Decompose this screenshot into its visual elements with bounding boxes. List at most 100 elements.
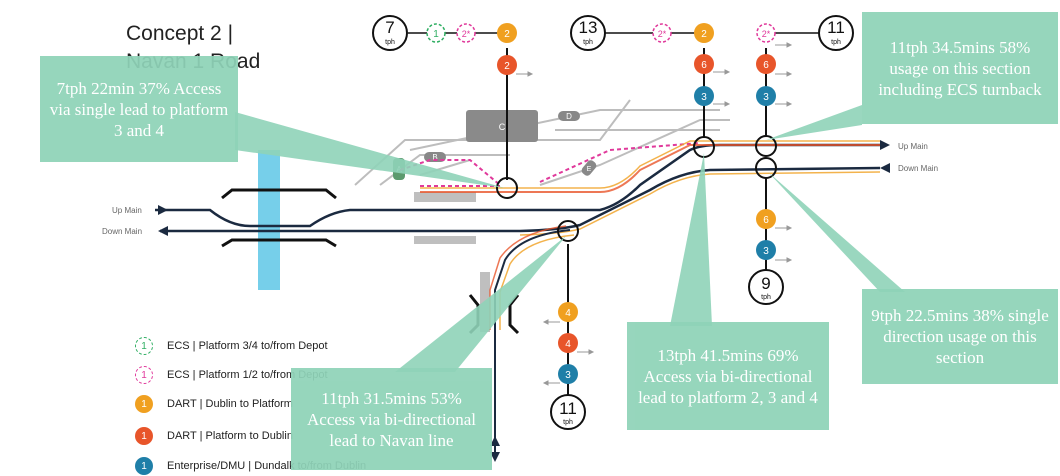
siding-label-e: E	[587, 166, 592, 173]
callout-pointer	[395, 236, 566, 372]
enterprise-badge: 3	[694, 86, 714, 106]
callout-pointer	[768, 172, 905, 292]
callout-single-direction: 9tph 22.5mins 38% single direction usage…	[862, 289, 1058, 384]
down-main-arrow-icon	[880, 163, 890, 173]
legend-label: ECS | Platform 3/4 to/from Depot	[167, 340, 328, 352]
depot-building-c	[466, 110, 538, 142]
ecs-platform-badge: 2*	[652, 23, 672, 43]
up-main-arrow-icon	[880, 140, 890, 150]
svg-text:4: 4	[565, 339, 571, 350]
dart-out-badge: 2	[497, 55, 517, 75]
direction-arrow-icons	[516, 42, 793, 386]
up-main-service-overlay	[420, 140, 880, 189]
junction-ring	[755, 157, 777, 179]
freq-node-top-left: 7 tph	[372, 15, 408, 51]
down-main-track	[160, 166, 881, 233]
callout-bidirectional-platforms: 13tph 41.5mins 69% Access via bi-directi…	[627, 322, 829, 430]
freq-node-top-right: 11 tph	[818, 15, 854, 51]
legend-item: 1 DART | Dublin to Platform	[135, 394, 293, 414]
dart-in-badge: 4	[558, 302, 578, 322]
callout-ecs-turnback: 11tph 34.5mins 58% usage on this section…	[862, 12, 1058, 124]
freq-node-bottom: 11 tph	[550, 394, 586, 430]
legend-label: DART | Platform to Dublin	[167, 430, 293, 442]
callout-pointer	[766, 105, 862, 140]
freq-node-value: 11	[559, 399, 577, 418]
dart-out-badge: 4	[558, 333, 578, 353]
down-main-label-left: Down Main	[102, 227, 142, 236]
dart-in-badge: 6	[756, 209, 776, 229]
svg-text:3: 3	[565, 370, 571, 381]
svg-text:3: 3	[763, 92, 769, 103]
freq-node-unit: tph	[831, 39, 841, 46]
dart-out-legend-icon: 1	[135, 427, 153, 445]
freq-node-unit: tph	[761, 294, 771, 301]
up-main-label-left: Up Main	[112, 206, 142, 215]
svg-text:6: 6	[763, 60, 769, 71]
navan-branch-overlay	[489, 225, 567, 330]
dart-in-legend-icon: 1	[135, 395, 153, 413]
freq-node-unit: tph	[385, 39, 395, 46]
up-main-track	[155, 143, 880, 228]
platform-strip	[414, 236, 476, 244]
bridge-parapet	[508, 294, 520, 335]
left-down-arrow-icon	[158, 226, 168, 236]
down-main-label-right: Down Main	[898, 164, 938, 173]
freq-node-unit: tph	[563, 419, 573, 426]
freq-node-top-mid: 13 tph	[570, 15, 606, 51]
up-main-service-overlay	[420, 144, 880, 193]
freq-node-value: 13	[579, 18, 598, 37]
siding-marker-d	[558, 111, 580, 121]
freq-node-value: 11	[827, 18, 845, 37]
svg-text:3: 3	[701, 92, 707, 103]
ecs-platform-badge: 2*	[756, 23, 776, 43]
svg-text:3: 3	[763, 246, 769, 257]
bridge-parapet	[221, 238, 337, 248]
ecs-platform-badge: 2*	[456, 23, 476, 43]
left-up-arrow-icon	[158, 205, 168, 215]
enterprise-badge: 3	[558, 364, 578, 384]
svg-text:2*: 2*	[658, 29, 667, 39]
legend-item: 1 DART | Platform to Dublin	[135, 426, 293, 446]
svg-text:2: 2	[504, 29, 510, 40]
dart-out-badge: 6	[694, 54, 714, 74]
title-line: Concept 2 |	[126, 22, 234, 45]
up-main-label-right: Up Main	[898, 142, 928, 151]
legend-item: 1 ECS | Platform 3/4 to/from Depot	[135, 336, 328, 356]
platform-strip	[414, 192, 476, 202]
freq-node-right-bottom: 9 tph	[748, 269, 784, 305]
navan-branch-overlay	[499, 234, 575, 330]
callout-pointer	[235, 112, 505, 188]
junction-ring	[496, 177, 518, 199]
svg-text:2: 2	[701, 29, 707, 40]
siding-label-d: D	[566, 112, 572, 121]
enterprise-badge: 3	[756, 86, 776, 106]
legend-label: ECS | Platform 1/2 to/from Depot	[167, 369, 328, 381]
ecs-platform-legend-icon: 1	[135, 366, 153, 384]
svg-text:2*: 2*	[762, 29, 771, 39]
svg-text:2: 2	[504, 61, 510, 72]
callout-navan-line: 11tph 31.5mins 53% Access via bi-directi…	[291, 368, 492, 470]
bottom-arrow-icon	[490, 452, 500, 462]
siding-label-b: B	[432, 153, 437, 162]
ecs-depot-badge: 1	[426, 23, 446, 43]
svg-text:6: 6	[701, 60, 707, 71]
freq-node-unit: tph	[583, 39, 593, 46]
svg-text:2*: 2*	[462, 29, 471, 39]
enterprise-legend-icon: 1	[135, 457, 153, 475]
legend-item: 1 ECS | Platform 1/2 to/from Depot	[135, 365, 328, 385]
callout-single-lead: 7tph 22min 37% Access via single lead to…	[40, 56, 238, 162]
junction-ring	[755, 135, 777, 157]
depot-label-c: C	[499, 122, 506, 132]
svg-text:6: 6	[763, 215, 769, 226]
legend-label: DART | Dublin to Platform	[167, 398, 293, 410]
bridge-structure	[258, 150, 280, 290]
ecs-depot-legend-icon: 1	[135, 337, 153, 355]
bridge-parapet	[221, 188, 337, 200]
junction-ring	[557, 220, 579, 242]
freq-node-value: 9	[761, 274, 770, 293]
top-arrow-icon	[490, 436, 500, 446]
enterprise-badge: 3	[756, 240, 776, 260]
dart-in-badge: 2	[694, 23, 714, 43]
callout-pointer	[670, 153, 712, 326]
